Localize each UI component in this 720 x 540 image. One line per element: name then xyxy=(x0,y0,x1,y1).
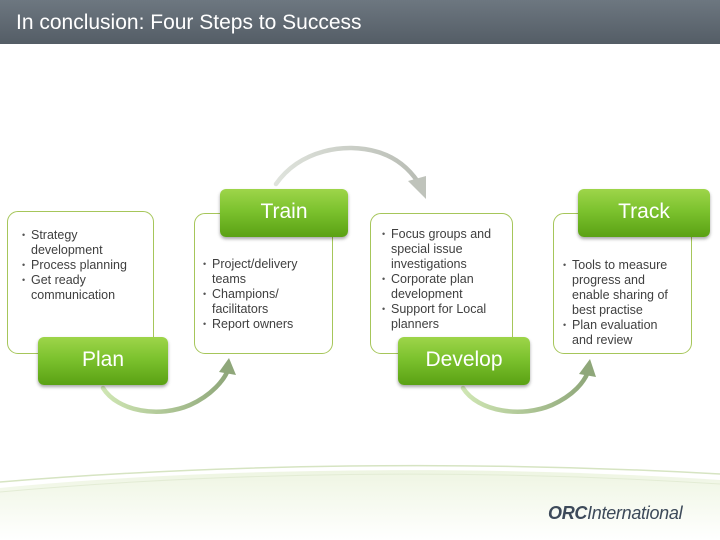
track-bullet-list: Tools to measure progress and enable sha… xyxy=(563,258,691,348)
list-item: Get ready communication xyxy=(22,273,153,303)
arrow-develop-to-track xyxy=(460,369,591,414)
arrow-plan-to-train xyxy=(100,367,231,414)
plan-details-panel: Strategy development Process planning Ge… xyxy=(7,211,154,354)
train-bullet-list: Project/delivery teams Champions/ facili… xyxy=(203,257,332,332)
arrow-head-plan-to-train xyxy=(219,358,236,375)
list-item: Project/delivery teams xyxy=(203,257,332,287)
plan-bullet-list: Strategy development Process planning Ge… xyxy=(22,228,153,303)
track-step-label: Track xyxy=(618,200,670,223)
develop-step-label: Develop xyxy=(425,348,503,371)
list-item: Process planning xyxy=(22,258,153,273)
train-step-box: Train xyxy=(220,189,348,237)
list-item: Focus groups and special issue investiga… xyxy=(382,227,512,272)
list-item: Strategy development xyxy=(22,228,153,258)
arrow-head-train-to-develop xyxy=(408,176,426,199)
list-item: Champions/ facilitators xyxy=(203,287,332,317)
slide-title: In conclusion: Four Steps to Success xyxy=(16,11,362,34)
develop-step-box: Develop xyxy=(398,337,530,385)
company-logo: ORCInternational xyxy=(548,503,683,523)
footer-swoosh xyxy=(0,464,720,540)
list-item: Plan evaluation and review xyxy=(563,318,691,348)
develop-details-panel: Focus groups and special issue investiga… xyxy=(370,213,513,354)
plan-step-box: Plan xyxy=(38,337,168,385)
plan-step-label: Plan xyxy=(81,348,125,371)
train-step-label: Train xyxy=(260,200,308,223)
arrow-train-to-develop xyxy=(273,145,421,187)
list-item: Tools to measure progress and enable sha… xyxy=(563,258,691,318)
list-item: Corporate plan development xyxy=(382,272,512,302)
develop-bullet-list: Focus groups and special issue investiga… xyxy=(382,227,512,332)
title-bar: In conclusion: Four Steps to Success xyxy=(0,0,720,44)
list-item: Support for Local planners xyxy=(382,302,512,332)
track-step-box: Track xyxy=(578,189,710,237)
list-item: Report owners xyxy=(203,317,332,332)
arrow-head-develop-to-track xyxy=(579,359,596,377)
